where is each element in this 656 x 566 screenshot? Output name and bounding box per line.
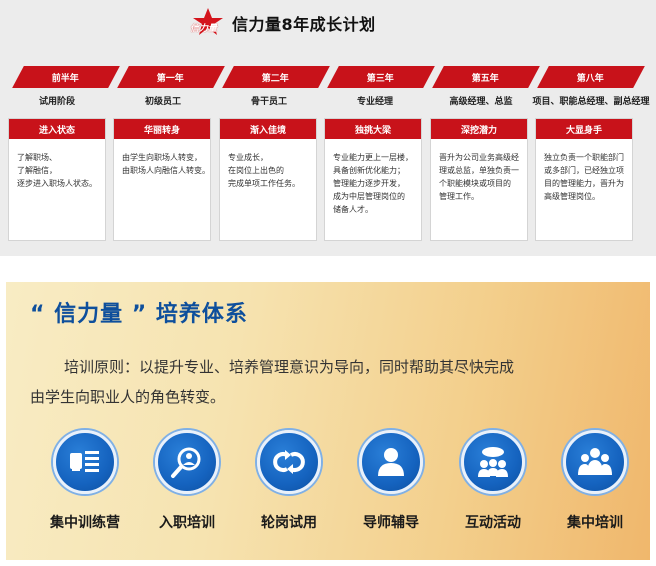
method-label: 集中培训 xyxy=(567,515,623,531)
stage-card-line: 成为中层管理岗位的 xyxy=(333,192,405,201)
stage-card-title: 独挑大梁 xyxy=(325,119,421,139)
training-methods: 集中训练营 入职培训 xyxy=(40,430,640,540)
stage-card: 深挖潜力 晋升为公司业务高级经 理或总监，单独负责一 个职能模块或项目的 管理工… xyxy=(430,118,528,241)
stage-card: 进入状态 了解职场、 了解融信， 逐步进入职场人状态。 xyxy=(8,118,106,241)
timeline: 前半年 第一年 第二年 第三年 第五年 第八年 xyxy=(10,66,645,88)
stage-card-line: 在岗位上出色的 xyxy=(228,166,284,175)
method-item: 轮岗试用 xyxy=(244,430,334,532)
method-item: 入职培训 xyxy=(142,430,232,532)
method-label: 轮岗试用 xyxy=(261,515,317,531)
stage-card: 渐入佳境 专业成长， 在岗位上出色的 完成单项工作任务。 xyxy=(219,118,317,241)
training-principle-line: 培训原则：以提升专业、培养管理意识为导向，同时帮助其尽快完成 xyxy=(64,358,515,376)
method-label: 集中训练营 xyxy=(50,515,120,531)
stage-card-line: 了解融信， xyxy=(17,166,57,175)
method-item: 导师辅导 xyxy=(346,430,436,532)
stage-card-line: 个职能模块或项目的 xyxy=(439,179,511,188)
group-icon xyxy=(578,448,612,475)
chat-group-icon xyxy=(478,447,508,477)
stage-card-body: 专业能力更上一层楼， 具备创新优化能力； 管理能力逐步开发， 成为中层管理岗位的… xyxy=(325,139,421,216)
phase-label: 第八年 xyxy=(537,66,645,88)
stage-card-title: 深挖潜力 xyxy=(431,119,527,139)
method-item: 集中培训 xyxy=(550,430,640,532)
stage-card-line: 管理工作。 xyxy=(439,192,479,201)
stage-card-body: 了解职场、 了解融信， 逐步进入职场人状态。 xyxy=(9,139,105,190)
stage-card-line: 具备创新优化能力； xyxy=(333,166,405,175)
magnifier-person-icon xyxy=(171,447,201,478)
method-label: 互动活动 xyxy=(465,515,521,531)
stage-card-body: 晋升为公司业务高级经 理或总监，单独负责一 个职能模块或项目的 管理工作。 xyxy=(431,139,527,203)
stage-card-line: 管理能力逐步开发， xyxy=(333,179,405,188)
stage-card-body: 独立负责一个职能部门 或多部门，已经独立项 目的管理能力，晋升为 高级管理岗位。 xyxy=(536,139,632,203)
stage-card-line: 目的管理能力，晋升为 xyxy=(544,179,624,188)
stage-card-line: 独立负责一个职能部门 xyxy=(544,153,624,162)
stage-card: 独挑大梁 专业能力更上一层楼， 具备创新优化能力； 管理能力逐步开发， 成为中层… xyxy=(324,118,422,241)
method-item: 集中训练营 xyxy=(40,430,130,532)
method-label: 入职培训 xyxy=(159,515,215,531)
phase-label: 第一年 xyxy=(117,66,225,88)
stage-card-title: 华丽转身 xyxy=(114,119,210,139)
list-icon xyxy=(70,451,99,472)
stage-card-title: 进入状态 xyxy=(9,119,105,139)
mentor-icon xyxy=(378,448,404,476)
method-circle xyxy=(53,430,117,494)
method-circle xyxy=(257,430,321,494)
stage-card-line: 完成单项工作任务。 xyxy=(228,179,300,188)
growth-plan-panel: 信力量 信力量8年成长计划 前半年 第一年 第二年 第三年 第五年 第八年 试用… xyxy=(0,0,656,256)
stage-card: 大显身手 独立负责一个职能部门 或多部门，已经独立项 目的管理能力，晋升为 高级… xyxy=(535,118,633,241)
stage-card-line: 或多部门，已经独立项 xyxy=(544,166,624,175)
growth-plan-title: 信力量8年成长计划 xyxy=(232,15,376,34)
star-icon xyxy=(193,8,223,35)
training-system-panel: “ 信力量 ” 培养体系 培训原则：以提升专业、培养管理意识为导向，同时帮助其尽… xyxy=(6,282,650,560)
training-system-title: “ 信力量 ” 培养体系 xyxy=(30,302,248,327)
stage-card-line: 晋升为公司业务高级经 xyxy=(439,153,519,162)
stage-card-line: 专业成长， xyxy=(228,153,268,162)
stage-card-line: 高级管理岗位。 xyxy=(544,192,600,201)
phase-label: 第三年 xyxy=(327,66,435,88)
role-label: 骨干员工 xyxy=(250,97,287,107)
rotation-arrows-icon xyxy=(273,450,305,474)
stage-card-title: 渐入佳境 xyxy=(220,119,316,139)
method-label: 导师辅导 xyxy=(363,515,419,531)
method-item: 互动活动 xyxy=(448,430,538,532)
role-label: 试用阶段 xyxy=(38,97,75,107)
stage-card-line: 了解职场、 xyxy=(17,153,57,162)
stage-card-body: 专业成长， 在岗位上出色的 完成单项工作任务。 xyxy=(220,139,316,190)
stage-card-line: 专业能力更上一层楼， xyxy=(333,153,413,162)
method-circle xyxy=(359,430,423,494)
growth-plan-header: 信力量 信力量8年成长计划 xyxy=(186,8,376,38)
role-label: 专业经理 xyxy=(356,97,393,107)
method-circle xyxy=(155,430,219,494)
phase-label: 前半年 xyxy=(12,66,120,88)
stage-card-line: 逐步进入职场人状态。 xyxy=(17,179,97,188)
training-principle: 培训原则：以提升专业、培养管理意识为导向，同时帮助其尽快完成 由学生向职业人的角… xyxy=(30,352,640,412)
brand-logo: 信力量 xyxy=(186,8,226,38)
stage-card-title: 大显身手 xyxy=(536,119,632,139)
phase-label: 第五年 xyxy=(432,66,540,88)
logo-text: 信力量 xyxy=(190,24,218,34)
role-label: 项目、职能总经理、副总经理 xyxy=(532,97,650,107)
training-principle-line: 由学生向职业人的角色转变。 xyxy=(30,388,226,406)
role-label: 初级员工 xyxy=(144,97,181,107)
method-circle xyxy=(563,430,627,494)
role-label: 高级经理、总监 xyxy=(449,97,513,107)
stage-card-line: 理或总监，单独负责一 xyxy=(439,166,519,175)
stage-card-body: 由学生向职场人转变， 由职场人向融信人转变。 xyxy=(114,139,210,177)
stage-card-line: 由学生向职场人转变， xyxy=(122,153,202,162)
stage-card-line: 由职场人向融信人转变。 xyxy=(122,166,210,175)
phase-label: 第二年 xyxy=(222,66,330,88)
stage-card-line: 储备人才。 xyxy=(333,205,373,214)
method-circle xyxy=(461,430,525,494)
stage-card: 华丽转身 由学生向职场人转变， 由职场人向融信人转变。 xyxy=(113,118,211,241)
